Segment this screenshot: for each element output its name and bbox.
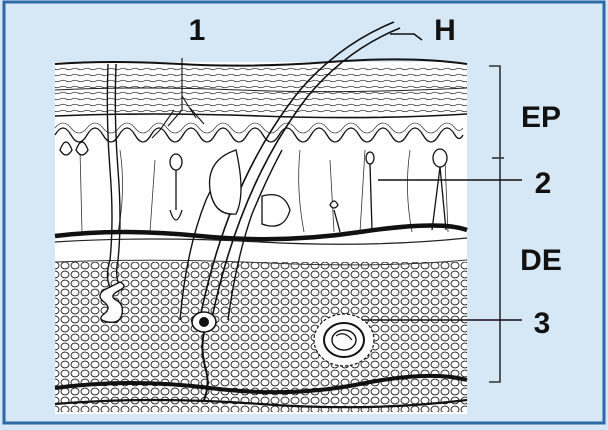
label-dermis: DE [520, 244, 562, 277]
label-3: 3 [534, 307, 551, 340]
skin-block [55, 59, 467, 414]
lamellated-corpuscle [314, 314, 374, 366]
label-epidermis: EP [521, 101, 561, 134]
label-1: 1 [189, 14, 206, 47]
label-hair: H [434, 14, 456, 47]
label-2: 2 [535, 167, 552, 200]
